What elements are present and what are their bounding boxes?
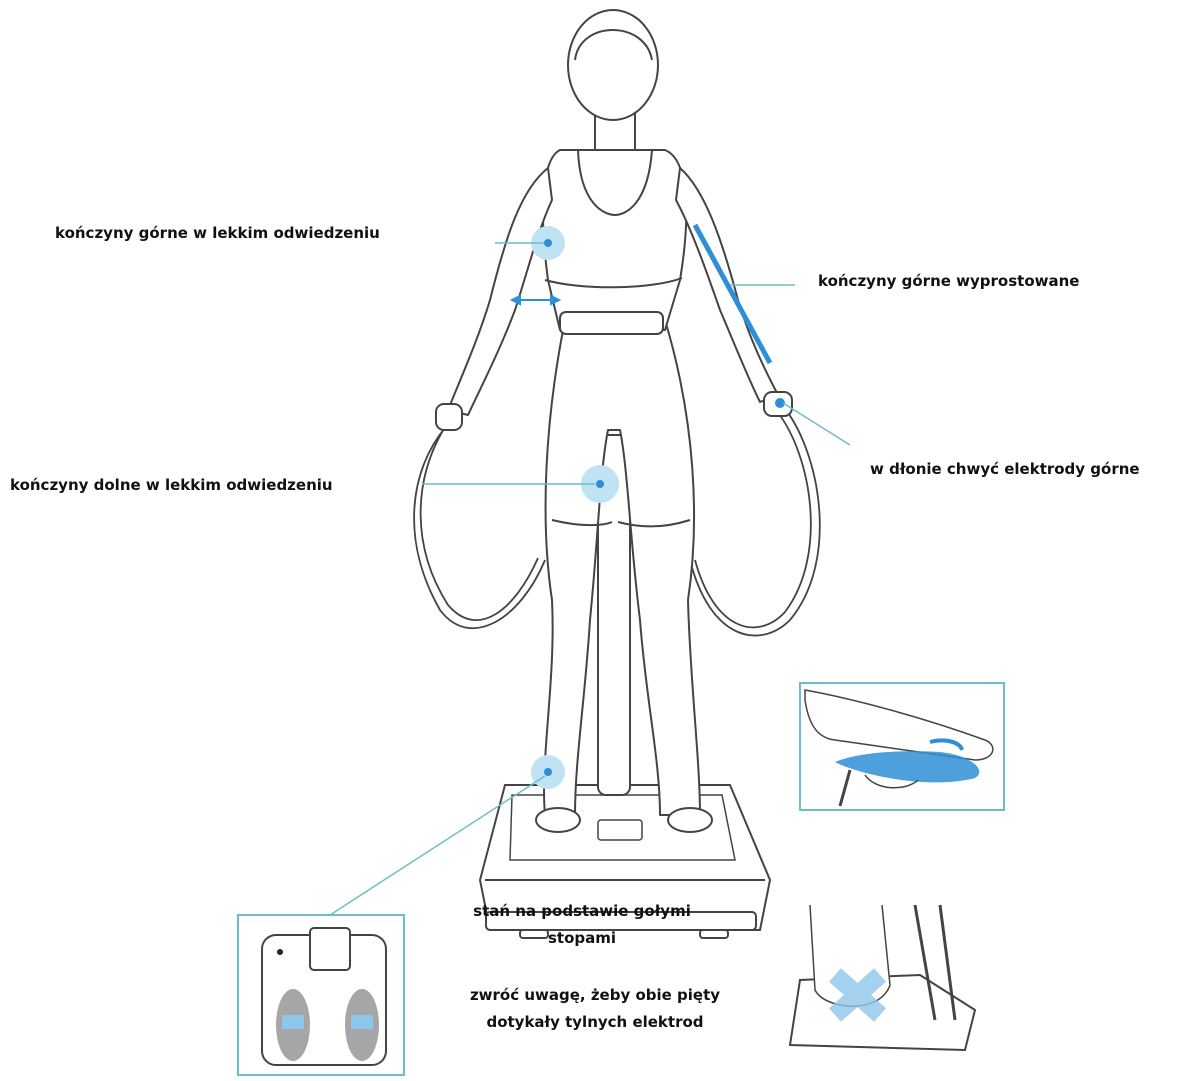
label-stand-barefoot: stań na podstawie gołymi stopami — [462, 898, 702, 952]
label-upper-straight: kończyny górne wyprostowane — [818, 272, 1079, 290]
inset-feet-side — [790, 905, 975, 1050]
label-lower-abduction: kończyny dolne w lekkim odwiedzeniu — [10, 476, 333, 494]
abduction-arrow — [512, 296, 559, 304]
inset-hand-grip — [800, 683, 1004, 810]
arm-highlight — [695, 225, 770, 363]
label-upper-abduction: kończyny górne w lekkim odwiedzeniu — [55, 224, 380, 242]
inset-foot-plate — [238, 915, 404, 1075]
label-hand-grip: w dłonie chwyć elektrody górne — [870, 460, 1140, 478]
scale-device — [480, 435, 770, 938]
label-heels-contact: zwróć uwagę, żeby obie pięty dotykały ty… — [445, 982, 745, 1036]
